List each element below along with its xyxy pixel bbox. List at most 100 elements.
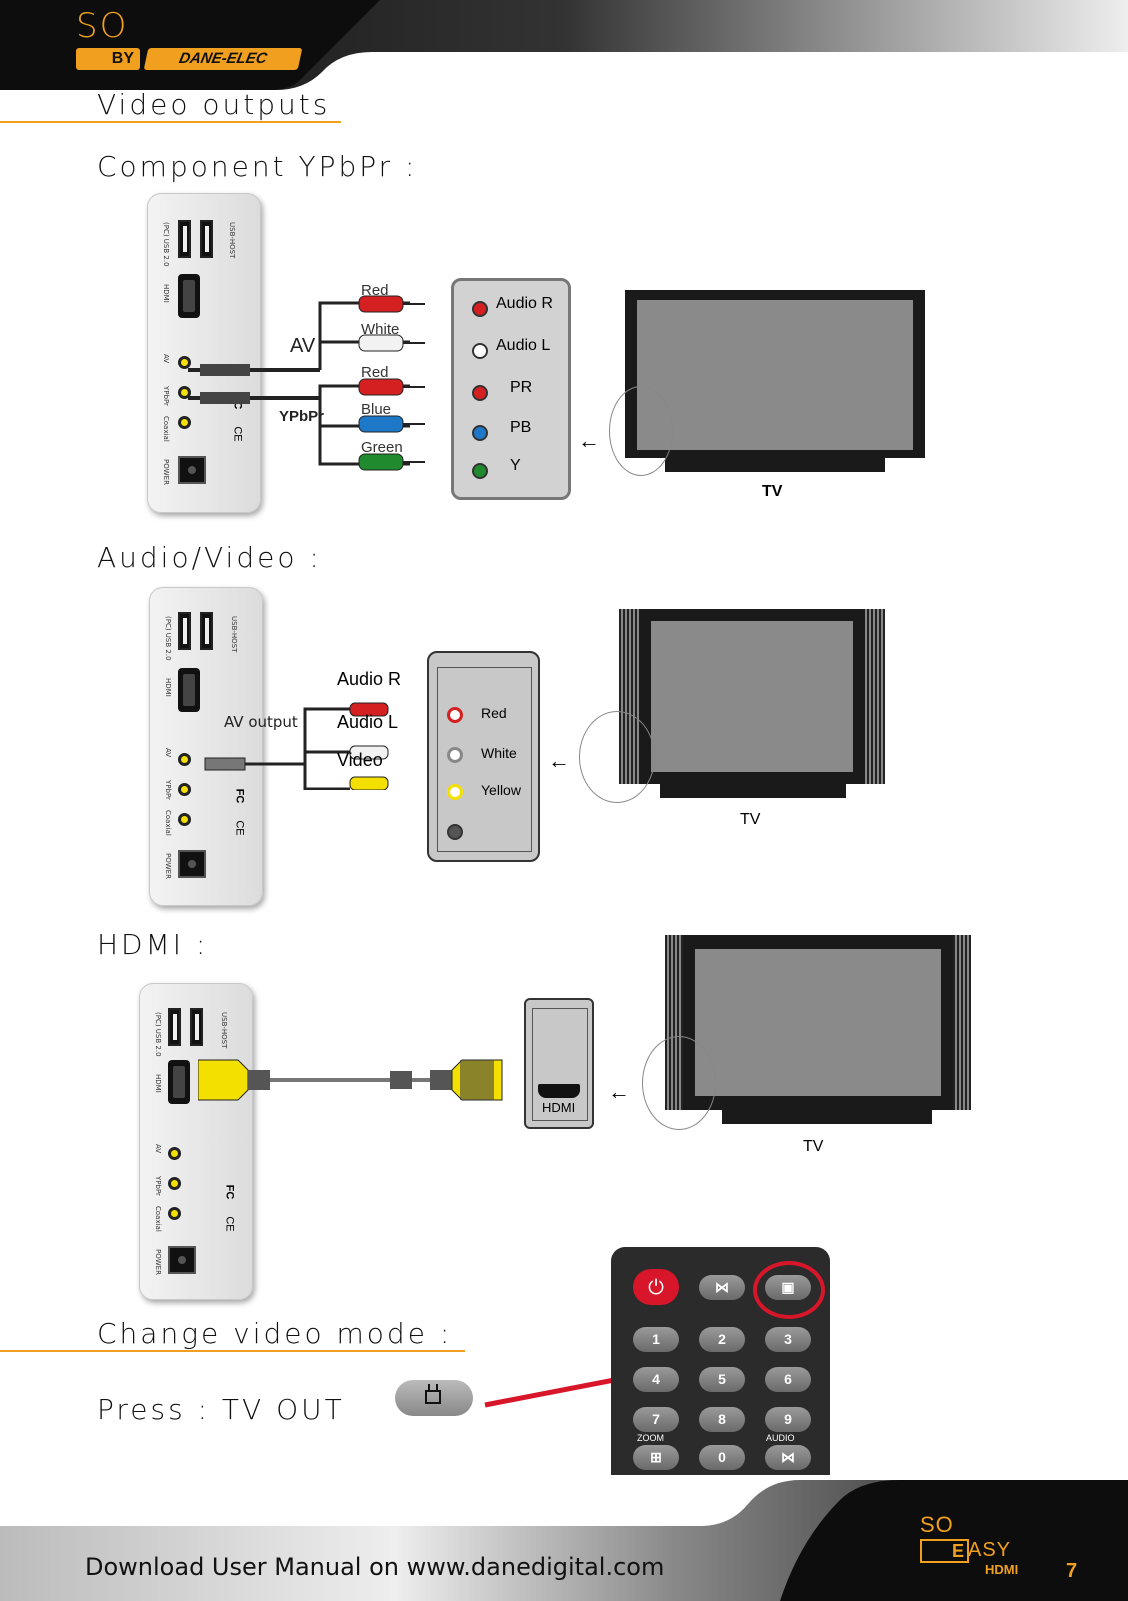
jack-svideo	[447, 824, 463, 840]
header-band	[0, 0, 1128, 90]
tv-component	[625, 290, 925, 458]
audio-button[interactable]: ⋈	[765, 1445, 811, 1470]
plug-label-blue: Blue	[361, 401, 392, 418]
audio-label: AUDIO	[766, 1433, 795, 1443]
usb2-label: (PC) USB 2.0	[162, 222, 170, 267]
usb2-label: (PC) USB 2.0	[164, 616, 172, 661]
av-jack	[178, 356, 191, 369]
page-number: 7	[1066, 1560, 1078, 1582]
av-jack	[178, 753, 191, 766]
num-button-8[interactable]: 8	[699, 1407, 745, 1432]
tv-screen	[651, 621, 853, 772]
heading-hdmi: HDMI :	[97, 928, 209, 961]
media-player-av: USB-HOST (PC) USB 2.0 HDMI AV YPbPr Coax…	[149, 587, 263, 906]
heading-underline	[0, 121, 341, 123]
tv-stand	[722, 1110, 932, 1124]
brand-so-logo: SO	[76, 6, 129, 46]
panel-label-pr: PR	[510, 379, 533, 396]
num-button-6[interactable]: 6	[765, 1367, 811, 1392]
hdmi-socket	[538, 1084, 580, 1098]
num-button-9[interactable]: 9	[765, 1407, 811, 1432]
usb2-label: (PC) USB 2.0	[154, 1012, 162, 1057]
tv-side-highlight	[609, 386, 673, 476]
plug-label-red: Red	[361, 364, 389, 381]
ypbpr-jack	[178, 783, 191, 796]
tv-label: TV	[762, 483, 783, 500]
usb-port	[178, 612, 191, 650]
ce-mark: CE	[233, 820, 246, 836]
num-button-4[interactable]: 4	[633, 1367, 679, 1392]
usb-port	[200, 612, 213, 650]
num-button-7[interactable]: 7	[633, 1407, 679, 1432]
ypbpr-jack	[168, 1177, 181, 1190]
tv-icon	[425, 1390, 441, 1404]
tv-out-button-icon	[395, 1380, 473, 1416]
remote-control: ⏻ ⋈ ▣ 1 2 3 4 5 6 7 8 9 ZOOM AUDIO ⊞ 0 ⋈	[611, 1247, 830, 1475]
power-port-label: POWER	[164, 853, 172, 879]
tv-stand	[665, 458, 885, 472]
mute-button[interactable]: ⋈	[699, 1275, 745, 1300]
heading-video-outputs: Video outputs	[97, 88, 331, 121]
num-button-1[interactable]: 1	[633, 1327, 679, 1352]
component-plugs	[358, 295, 425, 471]
power-port-label: POWER	[154, 1249, 162, 1275]
tv-stand	[660, 784, 846, 798]
power-button[interactable]: ⏻	[633, 1269, 679, 1305]
fc-mark: FC	[223, 1184, 236, 1200]
footer-hdmi-logo: HDMI	[985, 1562, 1019, 1577]
jack-yellow	[447, 784, 463, 800]
tv-label: TV	[740, 811, 761, 828]
coaxial-port-label: Coaxial	[162, 416, 170, 442]
tv-screen	[695, 949, 941, 1096]
plug-label-green: Green	[361, 439, 403, 456]
ypbpr-port-label: YPbPr	[162, 386, 170, 406]
av-port-label: AV	[154, 1144, 162, 1154]
ce-mark: CE	[223, 1216, 236, 1232]
usb-port	[190, 1008, 203, 1046]
num-button-5[interactable]: 5	[699, 1367, 745, 1392]
jack-audio-r	[472, 301, 488, 317]
av-tv-input-panel: Red White Yellow	[427, 651, 540, 862]
heading-audio-video: Audio/Video :	[97, 541, 322, 574]
press-tv-out-text: Press : TV OUT	[97, 1393, 345, 1426]
usb-host-label: USB-HOST	[230, 616, 238, 653]
hdmi-port-label: HDMI	[164, 678, 172, 697]
num-button-3[interactable]: 3	[765, 1327, 811, 1352]
hdmi-cable	[198, 1059, 503, 1101]
plug-label-white: White	[361, 321, 400, 338]
av-plug-label-audio-l: Audio L	[337, 712, 399, 732]
power-jack	[178, 850, 206, 878]
hdmi-panel-label: HDMI	[542, 1100, 576, 1115]
hdmi-panel-inner	[532, 1008, 588, 1121]
av-panel-label-white: White	[481, 745, 517, 761]
av-plug-label-video: Video	[337, 750, 383, 770]
footer-so-logo: SO	[920, 1512, 954, 1537]
panel-label-pb: PB	[510, 419, 532, 436]
jack-pr	[472, 385, 488, 401]
tv-screen	[637, 300, 913, 450]
hdmi-port	[168, 1060, 190, 1104]
zoom-label: ZOOM	[637, 1433, 664, 1443]
tv-icon-antenna	[428, 1384, 438, 1391]
usb-host-label: USB-HOST	[228, 222, 236, 259]
panel-label-audio-r: Audio R	[496, 295, 553, 312]
tv-hdmi	[665, 935, 971, 1110]
media-player-component: USB-HOST (PC) USB 2.0 HDMI AV YPbPr Coax…	[147, 193, 261, 513]
av-jack	[168, 1147, 181, 1160]
tv-av	[619, 609, 885, 784]
plug-label-red: Red	[361, 282, 389, 299]
footer-download-text: Download User Manual on www.danedigital.…	[85, 1553, 665, 1581]
zoom-button[interactable]: ⊞	[633, 1445, 679, 1470]
jack-red	[447, 707, 463, 723]
heading-change-mode: Change video mode :	[97, 1317, 453, 1350]
num-button-0[interactable]: 0	[699, 1445, 745, 1470]
panel-label-audio-l: Audio L	[496, 337, 551, 354]
num-button-2[interactable]: 2	[699, 1327, 745, 1352]
usb-port	[200, 220, 213, 258]
ypbpr-port-label: YPbPr	[164, 780, 172, 800]
av-panel-label-yellow: Yellow	[481, 782, 521, 798]
coaxial-port-label: Coaxial	[154, 1206, 162, 1232]
cable-ypbpr-label: YPbPr	[279, 408, 325, 425]
media-player-hdmi: USB-HOST (PC) USB 2.0 HDMI AV YPbPr Coax…	[139, 983, 253, 1300]
footer-easy-asy: ASY	[968, 1539, 1012, 1561]
